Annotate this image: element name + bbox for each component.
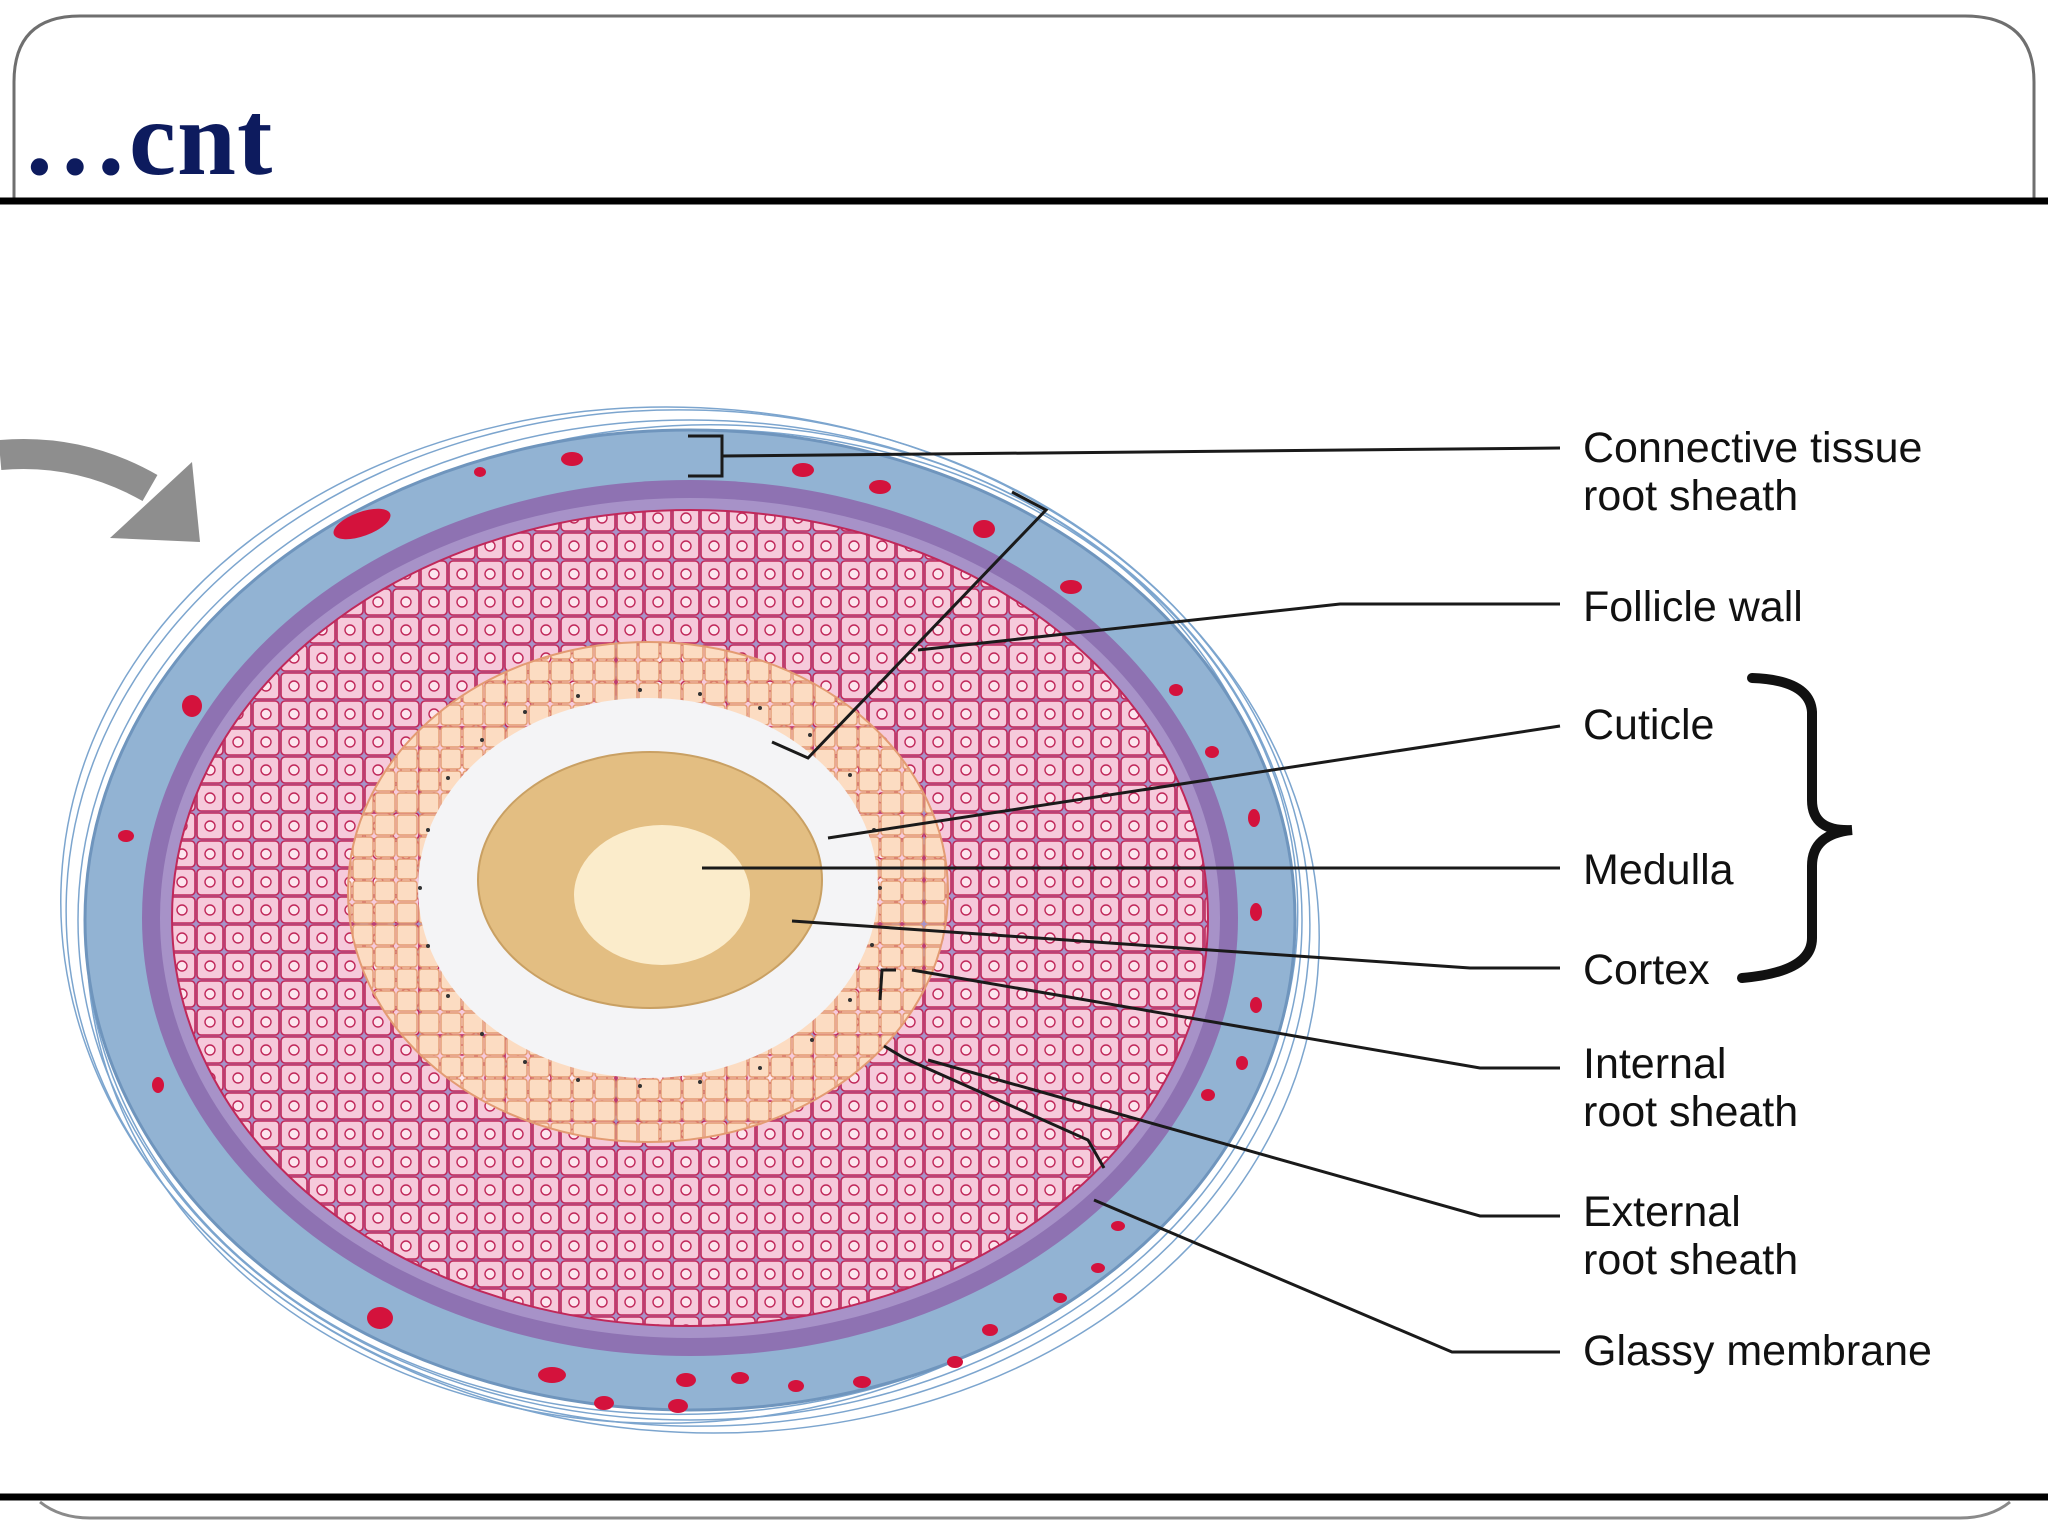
label-internal-root-sheath-line2: root sheath [1583,1088,1799,1136]
label-glassy-membrane: Glassy membrane [1583,1327,1932,1375]
label-cuticle: Cuticle [1583,701,1715,749]
label-cortex: Cortex [1583,946,1710,994]
external-root-sheath-bracket [883,1044,1106,1169]
label-external-root-sheath-line2: root sheath [1583,1236,1799,1284]
label-internal-root-sheath: Internal root sheath [1583,1040,1798,1136]
slide-title: …cnt [22,80,274,197]
hair-shaft-brace [1737,673,1853,983]
label-follicle-wall: Follicle wall [1583,583,1803,631]
blood-cells [118,452,1262,1413]
internal-root-sheath-leader [911,968,1560,1070]
label-internal-root-sheath-line1: Internal [1583,1040,1727,1088]
label-external-root-sheath: External root sheath [1583,1188,1798,1284]
cuticle-dots [418,688,882,1088]
medulla-layer [574,825,750,965]
external-root-sheath-leader [927,1058,1560,1218]
title-frame-border [12,14,2036,200]
follicle-wall-leader [917,602,1560,652]
label-connective-tissue-root-sheath: Connective tissue root sheath [1583,424,1922,520]
pointer-arrow-icon [0,438,200,542]
connective-tissue-leader [721,446,1561,458]
footer-frame-border [39,1500,2011,1520]
follicle-wall-bracket [771,490,1049,760]
label-connective-tissue-line2: root sheath [1583,472,1799,520]
glassy-membrane-leader [1093,1198,1560,1354]
leader-lines [688,434,1561,1354]
label-medulla: Medulla [1583,846,1734,894]
internal-root-sheath-bracket [878,968,896,1001]
label-external-root-sheath-line1: External [1583,1188,1741,1236]
cuticle-leader [827,724,1561,840]
label-connective-tissue-line1: Connective tissue [1583,424,1923,472]
cortex-leader [791,919,1560,970]
